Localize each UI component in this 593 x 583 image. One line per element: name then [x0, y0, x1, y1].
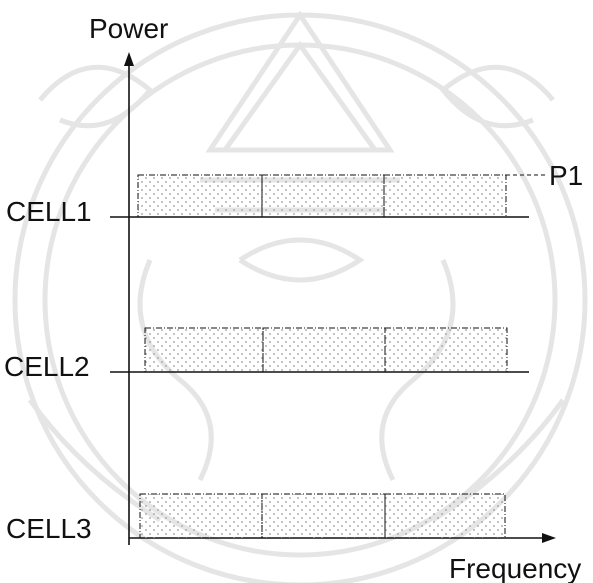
cell1-band [110, 174, 545, 218]
cell3-block-2 [261, 493, 386, 539]
x-axis-arrowhead [542, 533, 556, 543]
cell2-block-2 [262, 327, 386, 373]
cell3-band [139, 493, 506, 539]
y-axis-arrowhead [124, 52, 134, 66]
cell3-label: CELL3 [6, 513, 92, 544]
cell2-block-1 [144, 327, 264, 373]
cell1-block-2 [261, 174, 385, 218]
cell2-band [110, 327, 529, 373]
p1-label: P1 [549, 160, 583, 191]
y-axis-label: Power [89, 13, 168, 44]
cell2-block-3 [384, 327, 508, 373]
cell3-block-3 [384, 493, 506, 539]
cell2-label: CELL2 [4, 351, 90, 382]
x-axis-label: Frequency [449, 553, 581, 583]
cell1-block-3 [383, 174, 507, 218]
cell1-block-1 [137, 174, 263, 218]
cell3-block-1 [139, 493, 263, 539]
cell1-label: CELL1 [6, 196, 92, 227]
